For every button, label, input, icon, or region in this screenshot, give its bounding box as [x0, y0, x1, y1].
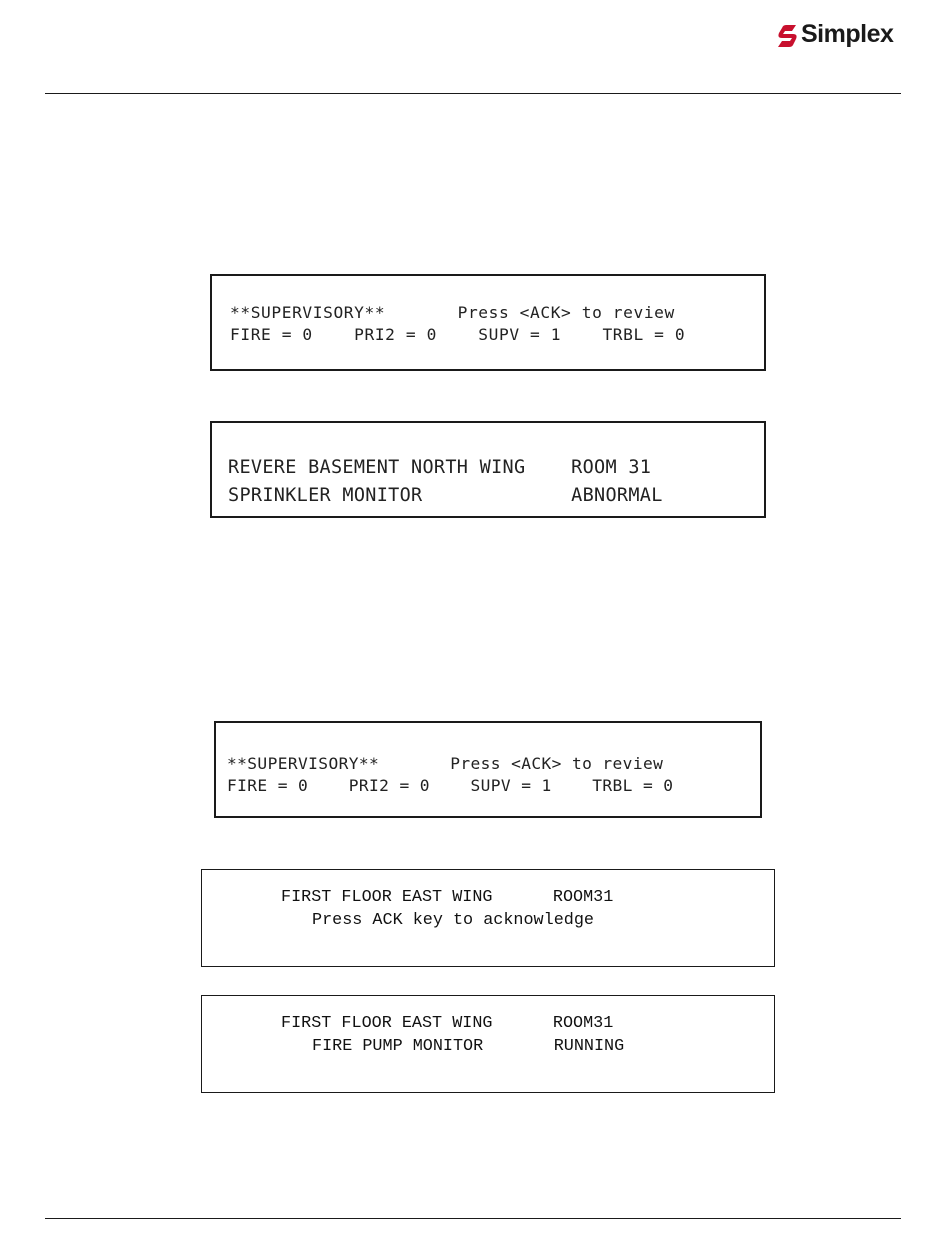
lcd-line-2: SPRINKLER MONITOR ABNORMAL	[228, 485, 663, 506]
lcd-display-point-status: REVERE BASEMENT NORTH WING ROOM 31 SPRIN…	[210, 421, 766, 518]
lcd-display-supervisory-summary: **SUPERVISORY** Press <ACK> to review FI…	[210, 274, 766, 371]
simplex-logo: Simplex	[776, 20, 906, 52]
lcd-line-1: **SUPERVISORY** Press <ACK> to review	[230, 303, 675, 322]
lcd-line-2: FIRE = 0 PRI2 = 0 SUPV = 1 TRBL = 0	[230, 325, 686, 344]
lcd-display-fire-pump-status: FIRST FLOOR EAST WING ROOM31 FIRE PUMP M…	[201, 995, 775, 1093]
header-divider	[45, 93, 901, 94]
lcd-line-2: Press ACK key to acknowledge	[312, 911, 594, 930]
lcd-line-2: FIRE = 0 PRI2 = 0 SUPV = 1 TRBL = 0	[227, 776, 674, 795]
footer-divider	[45, 1218, 901, 1219]
logo-wordmark: Simplex	[801, 20, 894, 48]
lcd-line-1: FIRST FLOOR EAST WING ROOM31	[281, 888, 614, 907]
lcd-line-1: FIRST FLOOR EAST WING ROOM31	[281, 1014, 614, 1033]
simplex-logo-icon	[778, 25, 797, 47]
lcd-line-1: **SUPERVISORY** Press <ACK> to review	[227, 754, 664, 773]
lcd-line-2: FIRE PUMP MONITOR RUNNING	[312, 1037, 625, 1056]
lcd-display-acknowledge-prompt: FIRST FLOOR EAST WING ROOM31 Press ACK k…	[201, 869, 775, 967]
lcd-line-1: REVERE BASEMENT NORTH WING ROOM 31	[228, 457, 652, 478]
lcd-display-supervisory-summary-2: **SUPERVISORY** Press <ACK> to review FI…	[214, 721, 762, 818]
